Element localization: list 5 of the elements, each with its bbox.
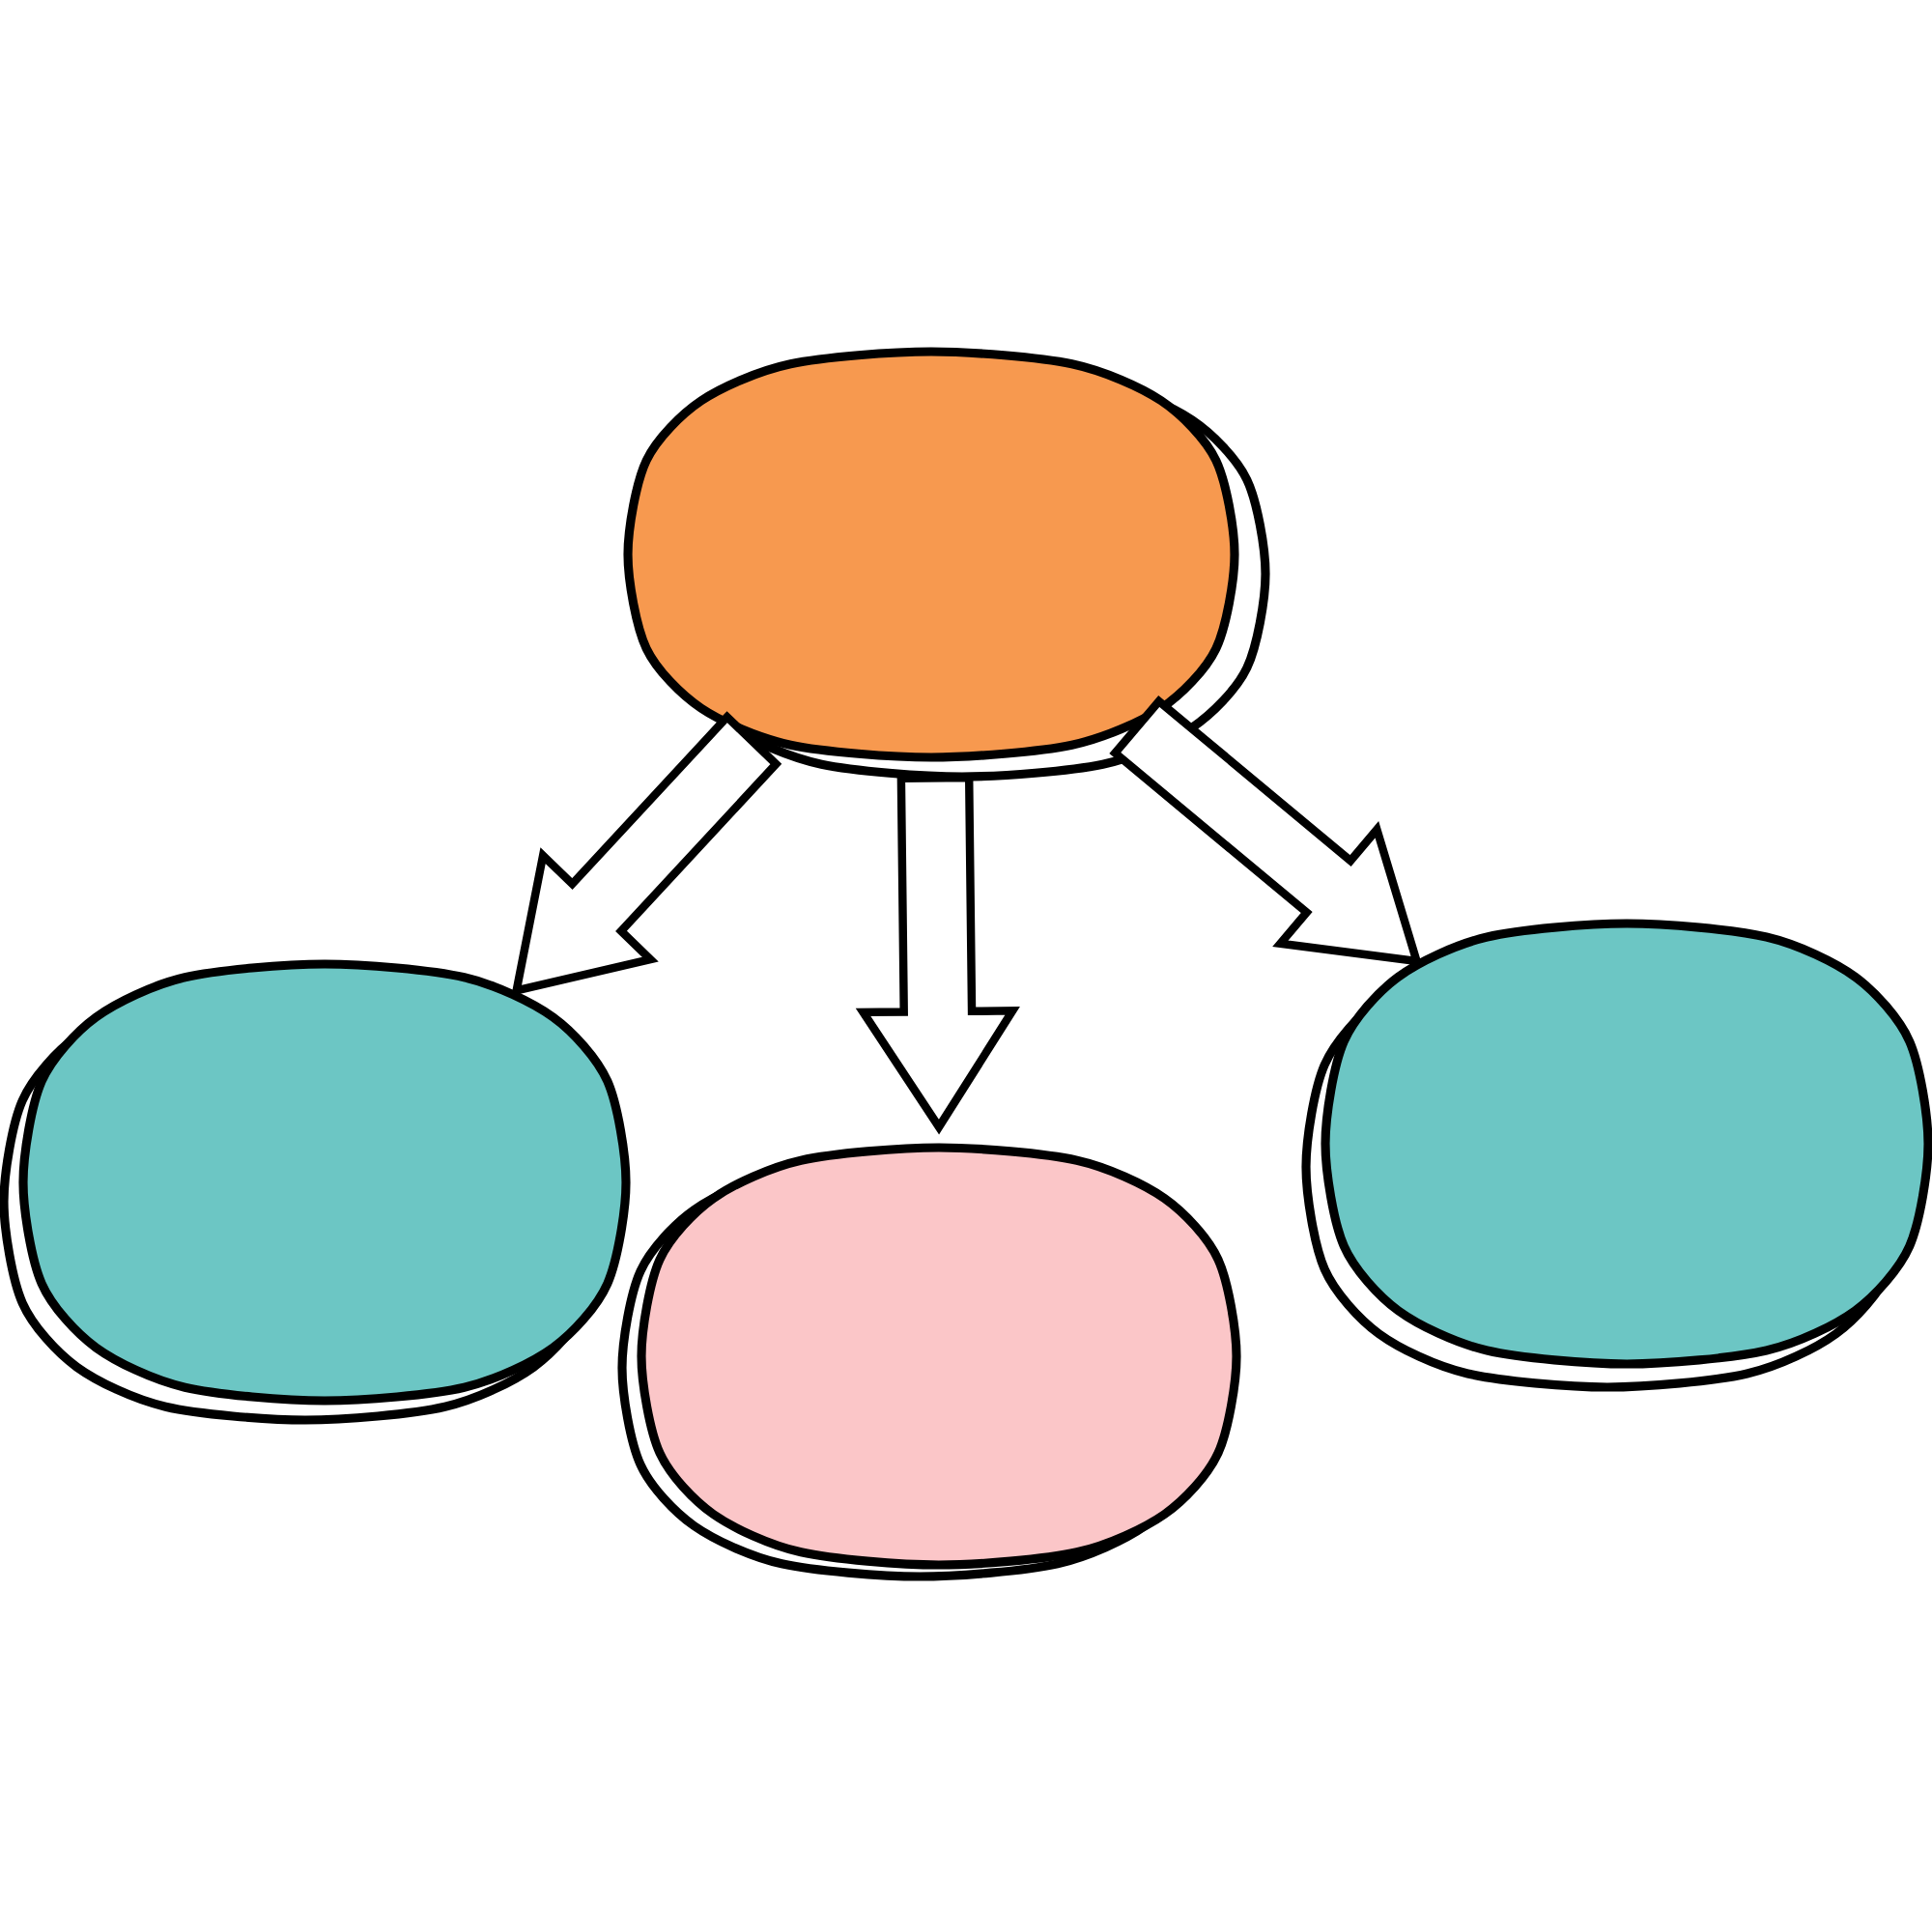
blob-shape — [617, 1143, 1241, 1581]
blob-shape — [1301, 919, 1932, 1392]
blob-shape — [623, 347, 1270, 781]
block-arrow — [855, 773, 1020, 1135]
blob-shape — [0, 959, 631, 1425]
